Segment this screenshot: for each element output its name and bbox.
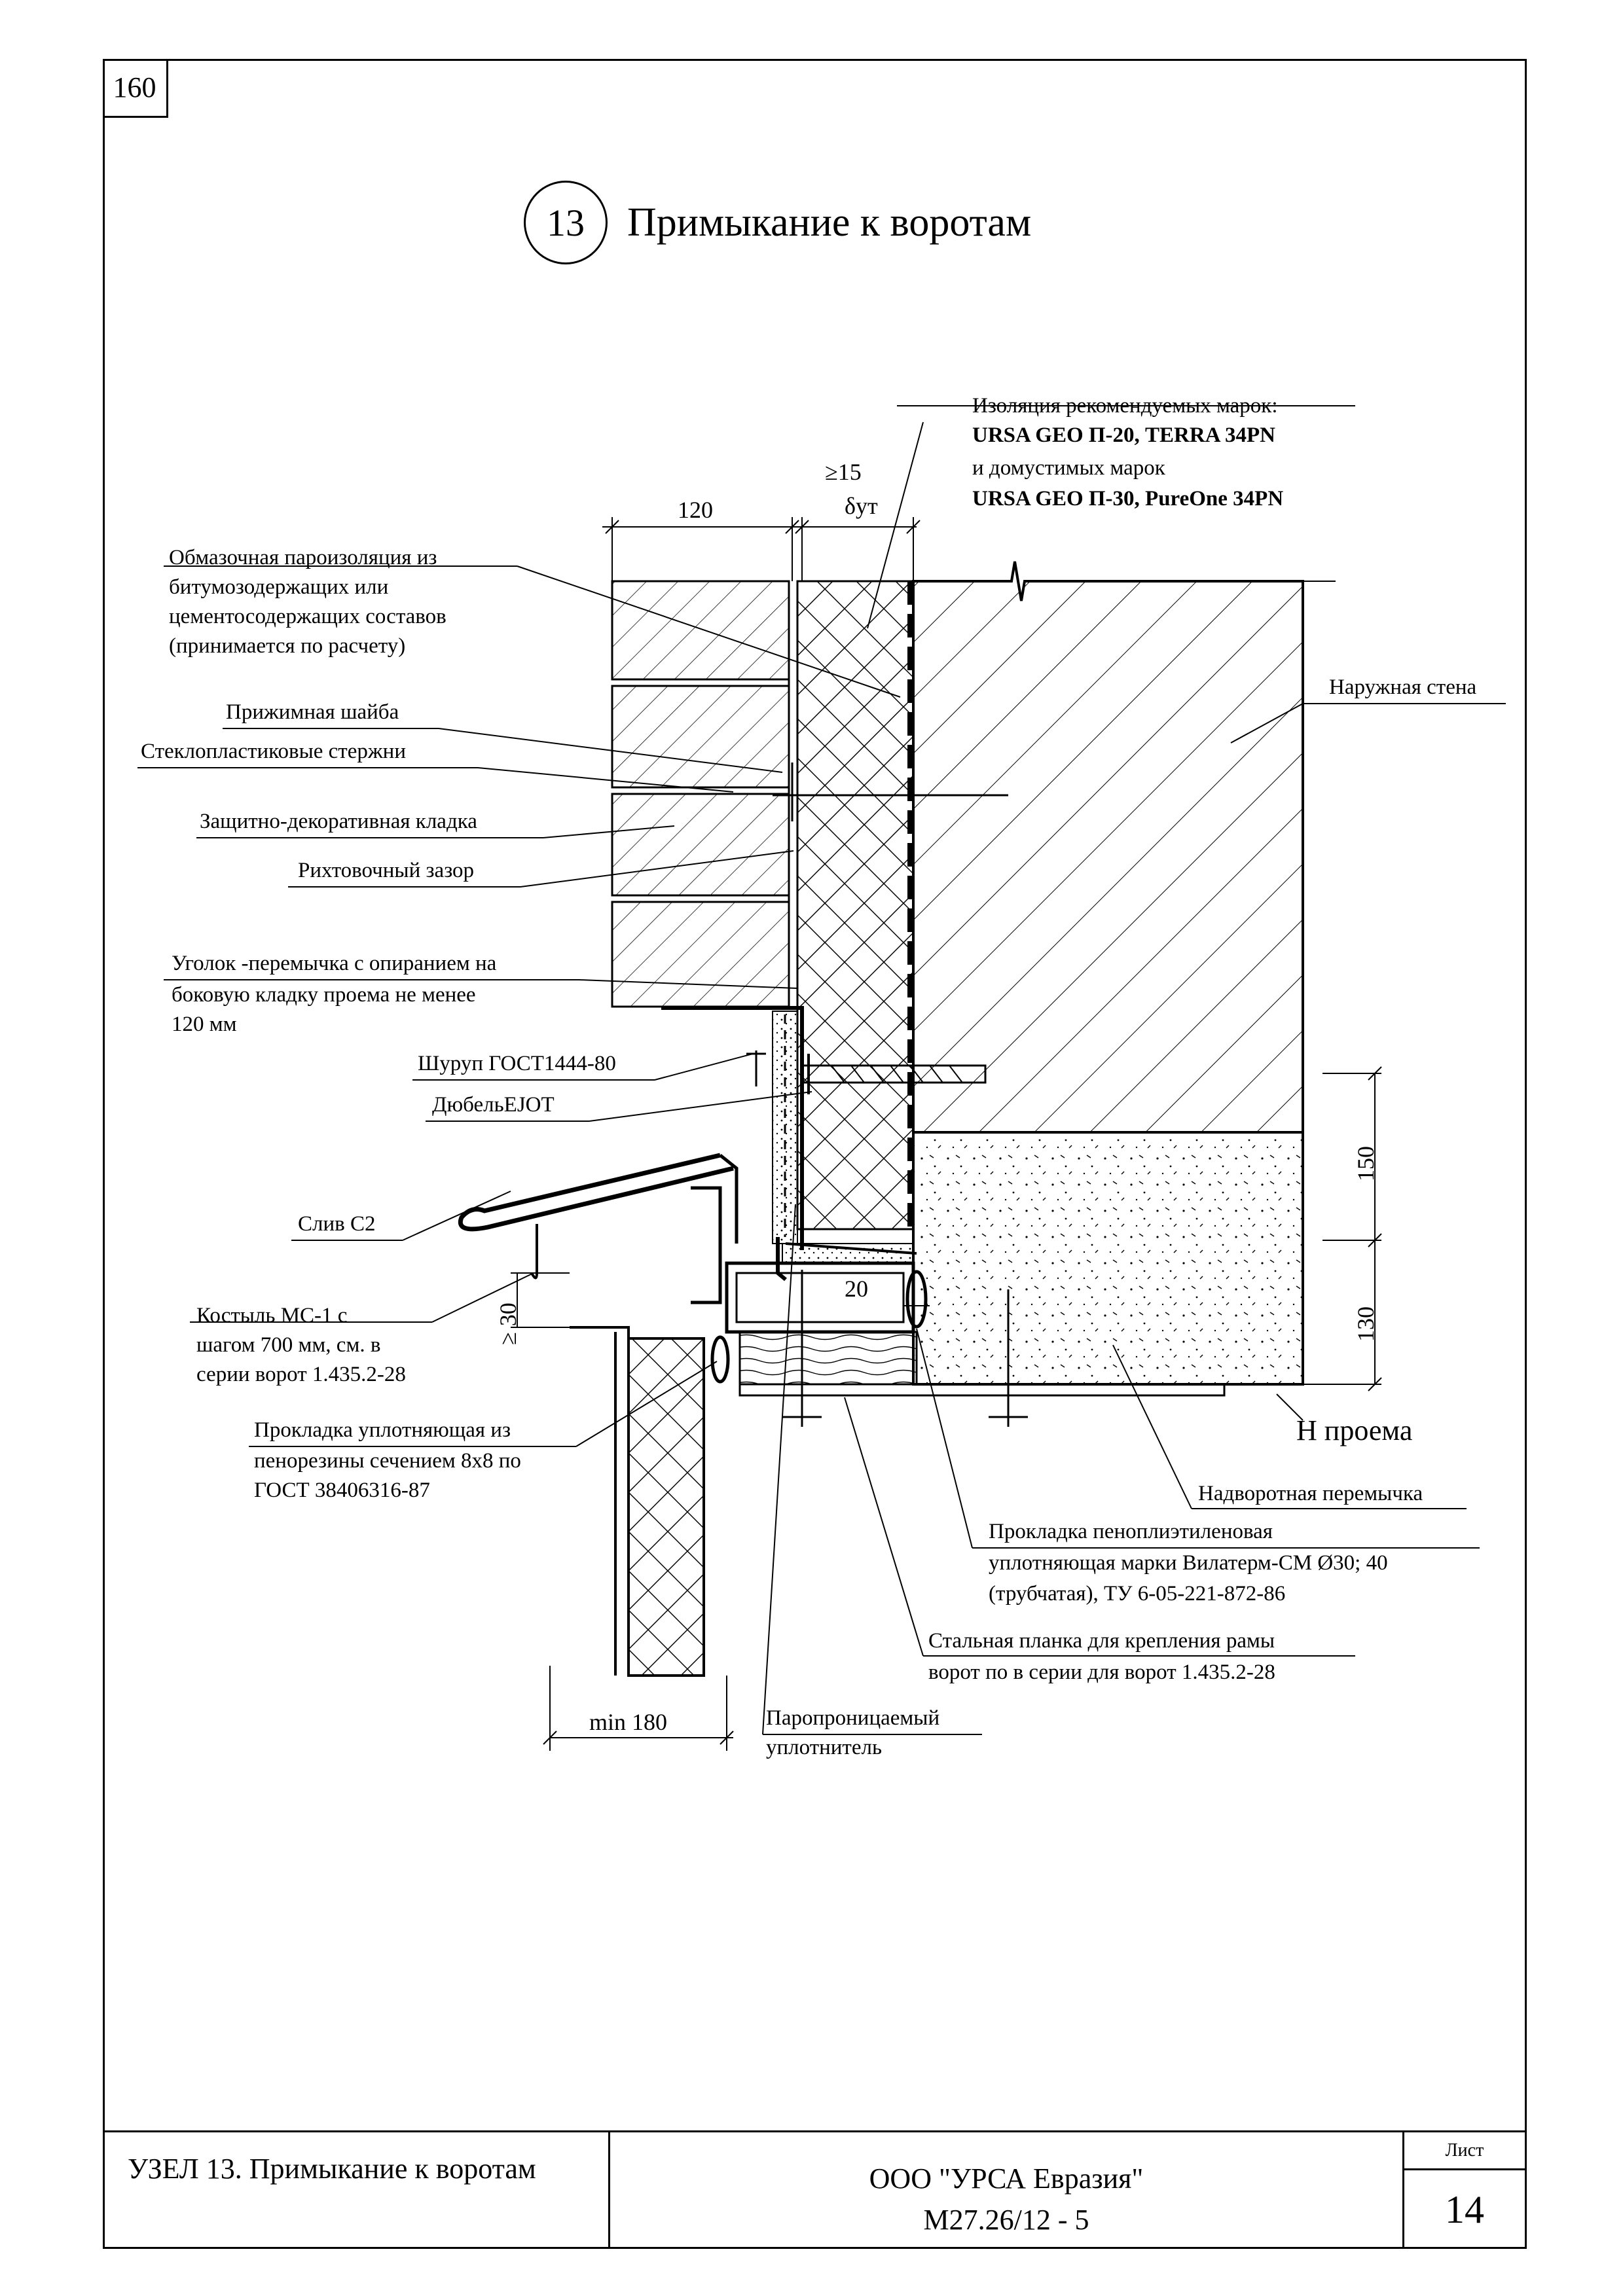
insulation-note-brands: URSA GEO П-20, TERRA 34PN [972, 423, 1275, 447]
dowel [746, 1050, 987, 1094]
gate-frame [710, 1237, 928, 1386]
angle-lintel [661, 1006, 804, 1250]
title-block-org: ООО "УРСА Евразия" М27.26/12 - 5 [610, 2132, 1404, 2249]
label-pe-gasket-1: Прокладка пеноплиэтиленовая [989, 1520, 1273, 1543]
label-washer: Прижимная шайба [226, 700, 399, 724]
label-steel-plate-2: ворот по в серии для ворот 1.435.2-28 [928, 1660, 1275, 1684]
masonry [611, 580, 799, 1008]
label-dowel: ДюбельEJOT [432, 1093, 555, 1117]
lintel-block [739, 1131, 1304, 1397]
dim-150: 150 [1353, 1146, 1379, 1181]
drawing-title-text: Примыкание к воротам [627, 200, 1032, 245]
label-angle-3: 120 мм [172, 1013, 237, 1036]
label-screw: Шуруп ГОСТ1444-80 [418, 1052, 616, 1075]
label-gasket-3: ГОСТ 38406316-87 [254, 1479, 430, 1502]
gate-panel [570, 1326, 705, 1677]
opening-height-mark: Н проема [1296, 1414, 1413, 1446]
dim-ge30: ≥ 30 [495, 1302, 521, 1345]
node-number-circle: 13 [524, 181, 608, 264]
label-outer-wall: Наружная стена [1329, 675, 1477, 699]
label-drip: Слив С2 [298, 1212, 376, 1236]
label-pe-gasket-3: (трубчатая), ТУ 6-05-221-872-86 [989, 1582, 1286, 1605]
drawing-frame [103, 59, 1527, 2249]
dim-130: 130 [1353, 1306, 1379, 1342]
drip-cap [458, 1153, 739, 1304]
label-seal-2: уплотнитель [766, 1736, 883, 1759]
label-vapor-barrier-3: цементосодержащих составов [169, 605, 447, 628]
label-steel-plate-1: Стальная планка для крепления рамы [928, 1629, 1275, 1653]
label-gasket-1: Прокладка уплотняющая из [254, 1418, 511, 1442]
insulation-layer [796, 580, 915, 1230]
label-crutch-3: серии ворот 1.435.2-28 [196, 1363, 406, 1386]
label-gasket-2: пенорезины сечением 8х8 по [254, 1449, 521, 1473]
dim-120: 120 [678, 497, 713, 523]
organization-name: ООО "УРСА Евразия" [869, 2162, 1144, 2195]
title-block: УЗЕЛ 13. Примыкание к воротам ООО "УРСА … [103, 2130, 1527, 2249]
outer-wall [912, 561, 1336, 1134]
dimension-lines [511, 517, 1382, 1751]
leader-lines [137, 405, 1506, 1735]
label-rods: Стеклопластиковые стержни [141, 740, 406, 763]
dim-min180: min 180 [589, 1709, 668, 1735]
sheet-number: 14 [1445, 2187, 1484, 2231]
label-crutch-1: Костыль МС-1 с [196, 1304, 348, 1327]
sheet-label: Лист [1404, 2132, 1525, 2170]
title-block-node: УЗЕЛ 13. Примыкание к воротам [103, 2132, 610, 2249]
label-pe-gasket-2: уплотняющая марки Вилатерм-СМ Ø30; 40 [989, 1551, 1388, 1575]
node-title: УЗЕЛ 13. Примыкание к воротам [128, 2153, 536, 2185]
drawing-title: 13 Примыкание к воротам [524, 180, 1031, 265]
label-lintel: Надворотная перемычка [1198, 1482, 1423, 1505]
label-vapor-barrier-1: Обмазочная пароизоляция из [169, 546, 437, 569]
document-code: М27.26/12 - 5 [923, 2204, 1089, 2236]
dim-20: 20 [845, 1276, 868, 1302]
dim-ge15: ≥15 [825, 459, 862, 485]
label-crutch-2: шагом 700 мм, см. в [196, 1333, 381, 1357]
title-block-sheet: Лист 14 [1404, 2132, 1525, 2249]
anchor-marks [773, 762, 1028, 1427]
label-seal-1: Паропроницаемый [766, 1706, 940, 1730]
dim-dut: δут [845, 493, 878, 519]
label-angle-1: Уголок -перемычка с опиранием на [172, 952, 497, 975]
label-gap: Рихтовочный зазор [298, 859, 475, 882]
insulation-note-alt-brands: URSA GEO П-30, PureOne 34PN [972, 487, 1284, 511]
label-vapor-barrier-2: битумозодержащих или [169, 575, 389, 599]
insulation-note-line3: и домустимых марок [972, 456, 1165, 480]
label-angle-2: боковую кладку проема не менее [172, 983, 476, 1007]
label-vapor-barrier-4: (принимается по расчету) [169, 634, 406, 658]
insulation-note-line1: Изоляция рекомендуемых марок: [972, 394, 1278, 418]
label-masonry: Защитно-декоративная кладка [200, 810, 477, 833]
page-number: 160 [103, 59, 168, 118]
